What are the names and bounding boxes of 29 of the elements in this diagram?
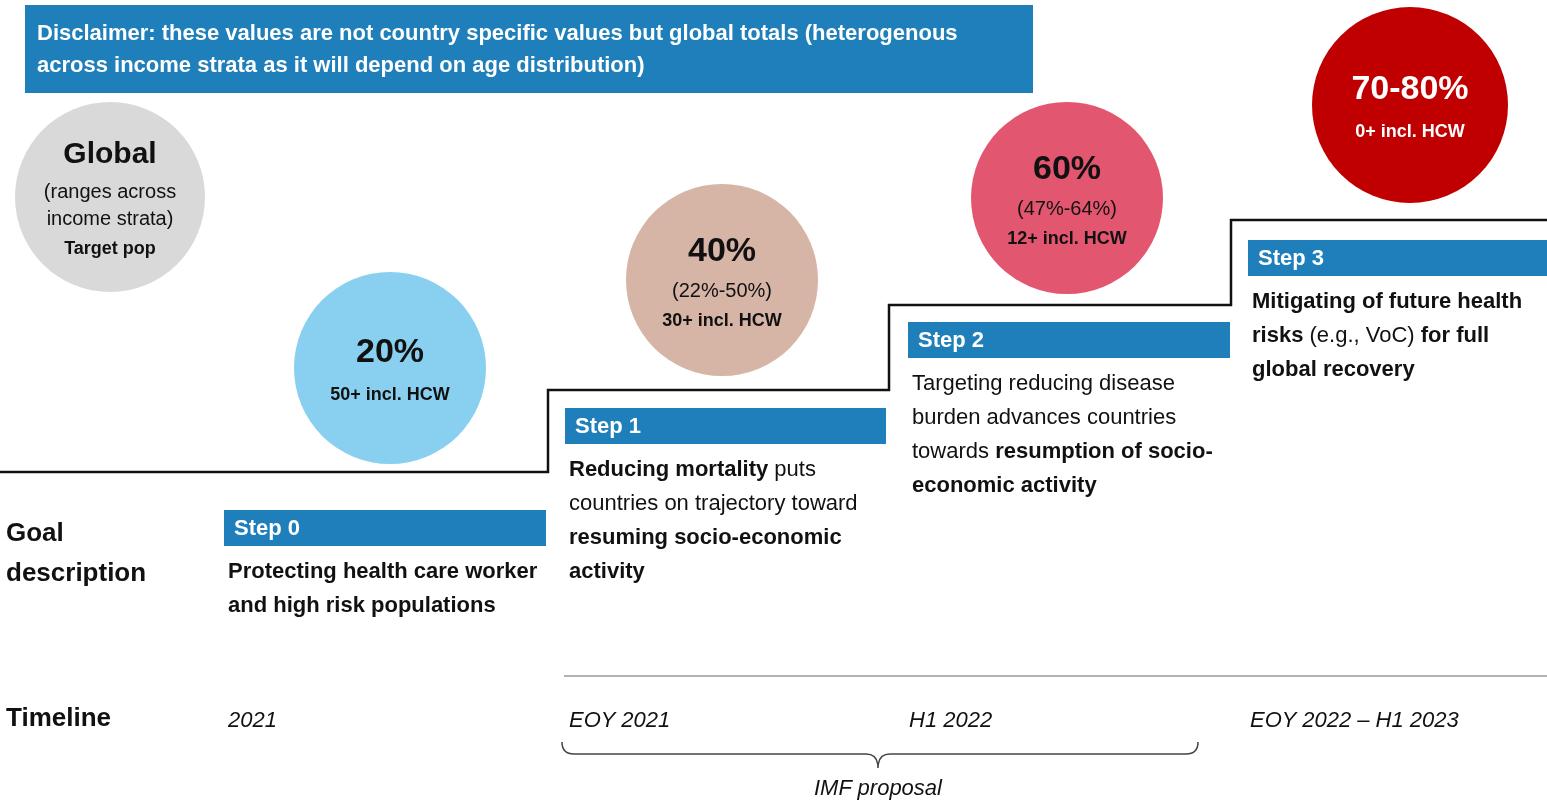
- target-group-text: 50+ incl. HCW: [330, 384, 450, 405]
- range-text: (ranges across income strata): [42, 178, 178, 231]
- timeline-date: EOY 2022 – H1 2023: [1250, 706, 1460, 734]
- target-value: Global: [63, 135, 157, 170]
- timeline-date: EOY 2021: [569, 706, 672, 734]
- bracket-label: IMF proposal: [813, 774, 944, 801]
- range-text: (22%-50%): [671, 277, 772, 303]
- target-value: 20%: [355, 331, 425, 370]
- step-description: Protecting health care worker and high risk populations: [228, 557, 539, 619]
- target-value: 40%: [687, 229, 757, 269]
- step-header: Step 0: [224, 510, 546, 546]
- step-description: Mitigating of future health risks (e.g., VoC) for full global recovery: [1252, 287, 1524, 383]
- row-heading: Timeline: [6, 701, 112, 734]
- step-header: Step 2: [908, 322, 1230, 358]
- step-description: Targeting reducing disease burden advances countries towards resumption of socio-economic activity: [912, 369, 1214, 499]
- target-value: 60%: [1032, 147, 1102, 187]
- target-group-text: 12+ incl. HCW: [1007, 227, 1127, 249]
- step-description: Reducing mortality puts countries on trajectory toward resuming socio-economic activity: [569, 455, 859, 585]
- row-heading: Goal description: [6, 516, 148, 589]
- disclaimer-banner: Disclaimer: these values are not country specific values but global totals (heterogenous across income strata as it will depend on age distribution): [25, 5, 1033, 93]
- step-header: Step 1: [565, 408, 886, 444]
- target-group-text: 30+ incl. HCW: [662, 309, 782, 331]
- step-header: Step 3: [1248, 240, 1547, 276]
- target-value: 70-80%: [1351, 68, 1469, 107]
- timeline-date: 2021: [228, 706, 278, 734]
- timeline-date: H1 2022: [909, 706, 994, 734]
- target-group-text: Target pop: [64, 237, 156, 259]
- target-group-text: 0+ incl. HCW: [1355, 121, 1465, 142]
- range-text: (47%-64%): [1016, 195, 1117, 221]
